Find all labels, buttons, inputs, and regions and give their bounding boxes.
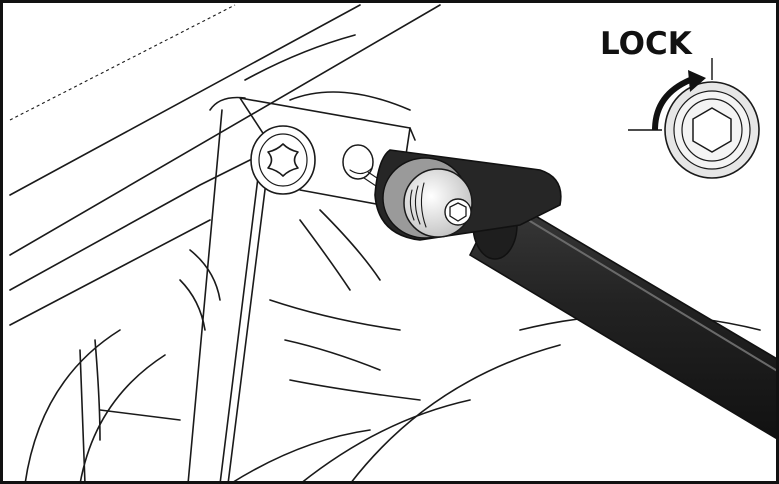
lock-direction-label: LOCK: [600, 26, 692, 62]
rotation-arrow-icon: [628, 58, 713, 131]
lock-callout-bolt-icon: [664, 81, 760, 179]
hex-socket-bolt: [403, 168, 473, 238]
wrench-bar: [468, 190, 779, 441]
slot-hole: [342, 144, 381, 187]
housing-curves: [24, 209, 761, 484]
frame-background-lines: [9, 4, 441, 326]
pivot-arm: [187, 96, 271, 484]
torx-screw: [250, 125, 316, 195]
